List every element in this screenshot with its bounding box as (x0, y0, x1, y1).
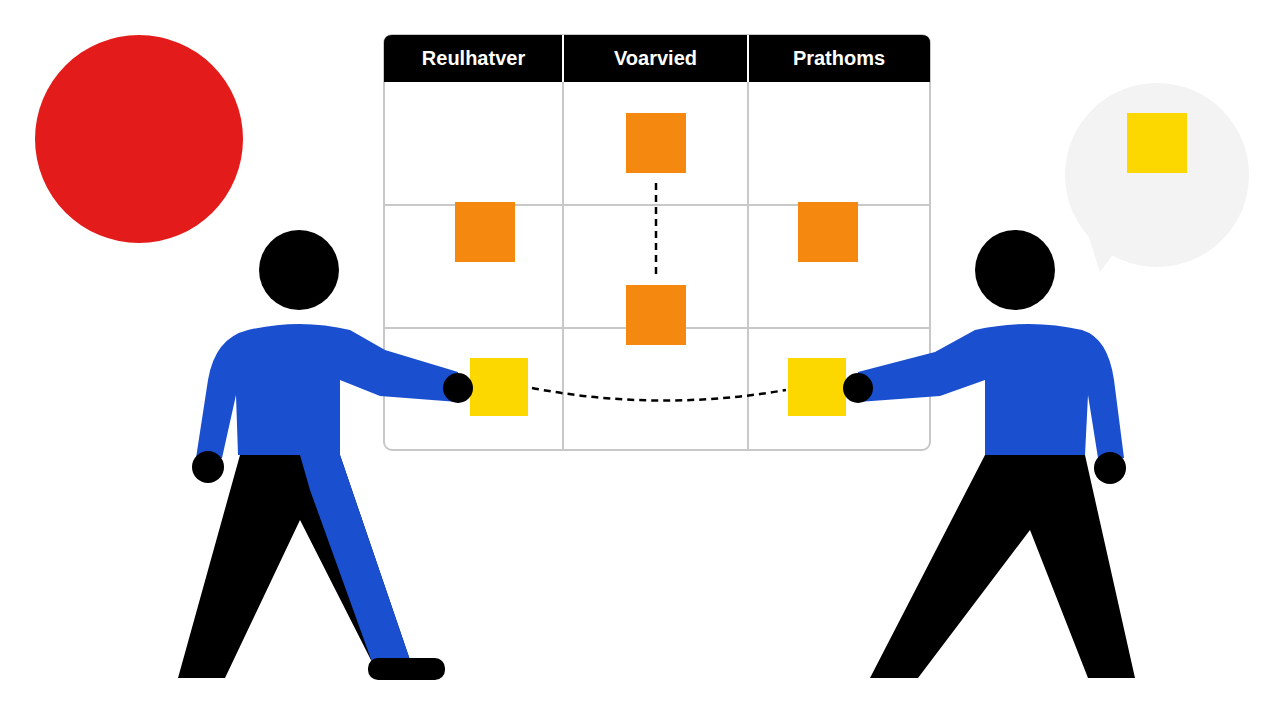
sticky-notes (455, 113, 858, 416)
left-person (178, 230, 473, 680)
right-person (843, 230, 1135, 678)
speech-bubble (1065, 83, 1249, 272)
red-circle (35, 35, 243, 243)
board (384, 35, 930, 450)
column-header: Voarvied (563, 35, 748, 82)
column-header: Reulhatver (384, 35, 563, 82)
column-header: Prathoms (748, 35, 930, 82)
